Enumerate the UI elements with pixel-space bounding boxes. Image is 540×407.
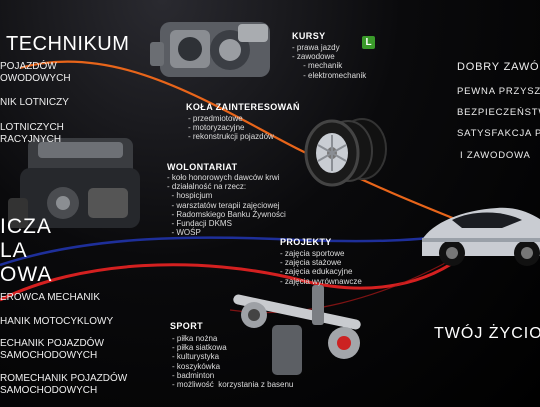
left-item-2: OWODOWYCH (0, 73, 71, 84)
left-big-3: OWA (0, 263, 53, 286)
left-bottom-item-4: SAMOCHODOWYCH (0, 350, 98, 361)
left-bottom-item-5: ROMECHANIK POJAZDÓW (0, 373, 128, 384)
right-bottom-slogan: TWÓJ ŻYCIOWY (434, 325, 540, 342)
left-item-1: POJAZDÓW (0, 61, 57, 72)
driving-license-badge: L (362, 36, 375, 49)
kursy-list: - prawa jazdy - zawodowe - mechanik - el… (292, 43, 367, 80)
wolontariat-list: - koło honorowych dawców krwi - działaln… (167, 173, 286, 238)
left-bottom-item-2: HANIK MOTOCYKLOWY (0, 316, 114, 327)
left-big-1: ICZA (0, 215, 52, 238)
sport-list: - piłka nożna - piłka siatkowa - kultury… (172, 334, 294, 390)
page-title: TECHNIKUM (6, 33, 130, 55)
right-item-1: DOBRY ZAWÓ (457, 61, 540, 73)
left-big-2: LA (0, 239, 28, 262)
left-bottom-item-1: EROWCA MECHANIK (0, 292, 101, 303)
right-item-5: I ZAWODOWA (460, 150, 531, 161)
right-item-4: SATYSFAKCJA P (457, 128, 540, 139)
projekty-heading: PROJEKTY (280, 237, 332, 247)
left-item-4: LOTNICZYCH (0, 122, 64, 133)
kursy-heading: KURSY (292, 31, 326, 41)
left-item-5: RACYJNYCH (0, 134, 62, 145)
kola-list: - przedmiotowe - motoryzacyjne - rekonst… (188, 114, 274, 142)
right-item-2: PEWNA PRZYSZ (457, 86, 540, 97)
left-item-3: NIK LOTNICZY (0, 97, 69, 108)
left-bottom-item-3: ECHANIK POJAZDÓW (0, 338, 104, 349)
wolontariat-heading: WOLONTARIAT (167, 162, 238, 172)
right-item-3: BEZPIECZEŃSTW (457, 107, 540, 118)
kola-heading: KOŁA ZAINTERESOWAŃ (186, 102, 300, 112)
projekty-list: - zajęcia sportowe - zajęcia stażowe - z… (280, 249, 362, 286)
sport-heading: SPORT (170, 321, 204, 331)
left-bottom-item-6: SAMOCHODOWYCH (0, 385, 98, 396)
